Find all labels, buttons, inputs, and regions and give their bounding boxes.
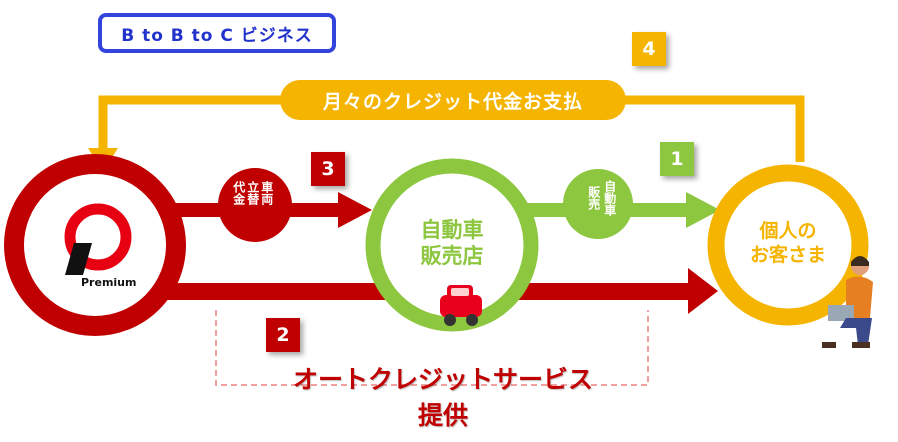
business-model-label: B to B to C ビジネス [121,25,313,46]
monthly-payment-label: 月々のクレジット代金お支払 [322,90,583,113]
monthly-payment-label-pill: 月々のクレジット代金お支払 [280,80,626,120]
premium-brand-name: Premium [81,276,137,289]
credit-service-title-line-1: オートクレジットサービス [292,365,593,394]
advance-payment-col-1: 車両 [259,181,274,205]
credit-service-subtitle: 提供 [228,396,658,432]
business-model-badge: B to B to C ビジネス [98,13,336,53]
car-sale-col-1: 自動車 [602,180,617,216]
advance-payment-col-2: 立替 [245,181,260,205]
car-sale-badge [563,169,633,239]
step-number: 4 [642,38,656,60]
step-number: 1 [670,148,684,170]
customer-label-line-2: お客さま [749,243,826,266]
advance-payment-badge [218,168,292,242]
car-icon [440,285,482,326]
dealer-label: 自動車 販売店 [392,217,512,270]
step-number: 3 [321,158,335,180]
car-sale-col-2: 販売 [586,186,601,210]
step-2-marker: 2 [266,318,300,352]
customer-label: 個人の お客さま [735,220,841,268]
customer-label-line-1: 個人の [759,220,817,242]
dealer-label-line-2: 販売店 [420,244,484,269]
step-1-marker: 1 [660,142,694,176]
step-number: 2 [276,324,290,346]
credit-service-title: オートクレジットサービス [228,360,658,396]
premium-company-node [4,154,186,336]
step-4-marker: 4 [632,32,666,66]
customer-node [707,164,869,326]
advance-payment-col-3: 代金 [231,181,246,205]
service-dashed-bracket [215,310,649,386]
credit-service-title-line-2: 提供 [417,401,468,430]
premium-logo-icon [64,203,132,275]
person-with-laptop-icon [822,256,873,348]
dealer-label-line-1: 自動車 [420,218,484,242]
step-3-marker: 3 [311,152,345,186]
